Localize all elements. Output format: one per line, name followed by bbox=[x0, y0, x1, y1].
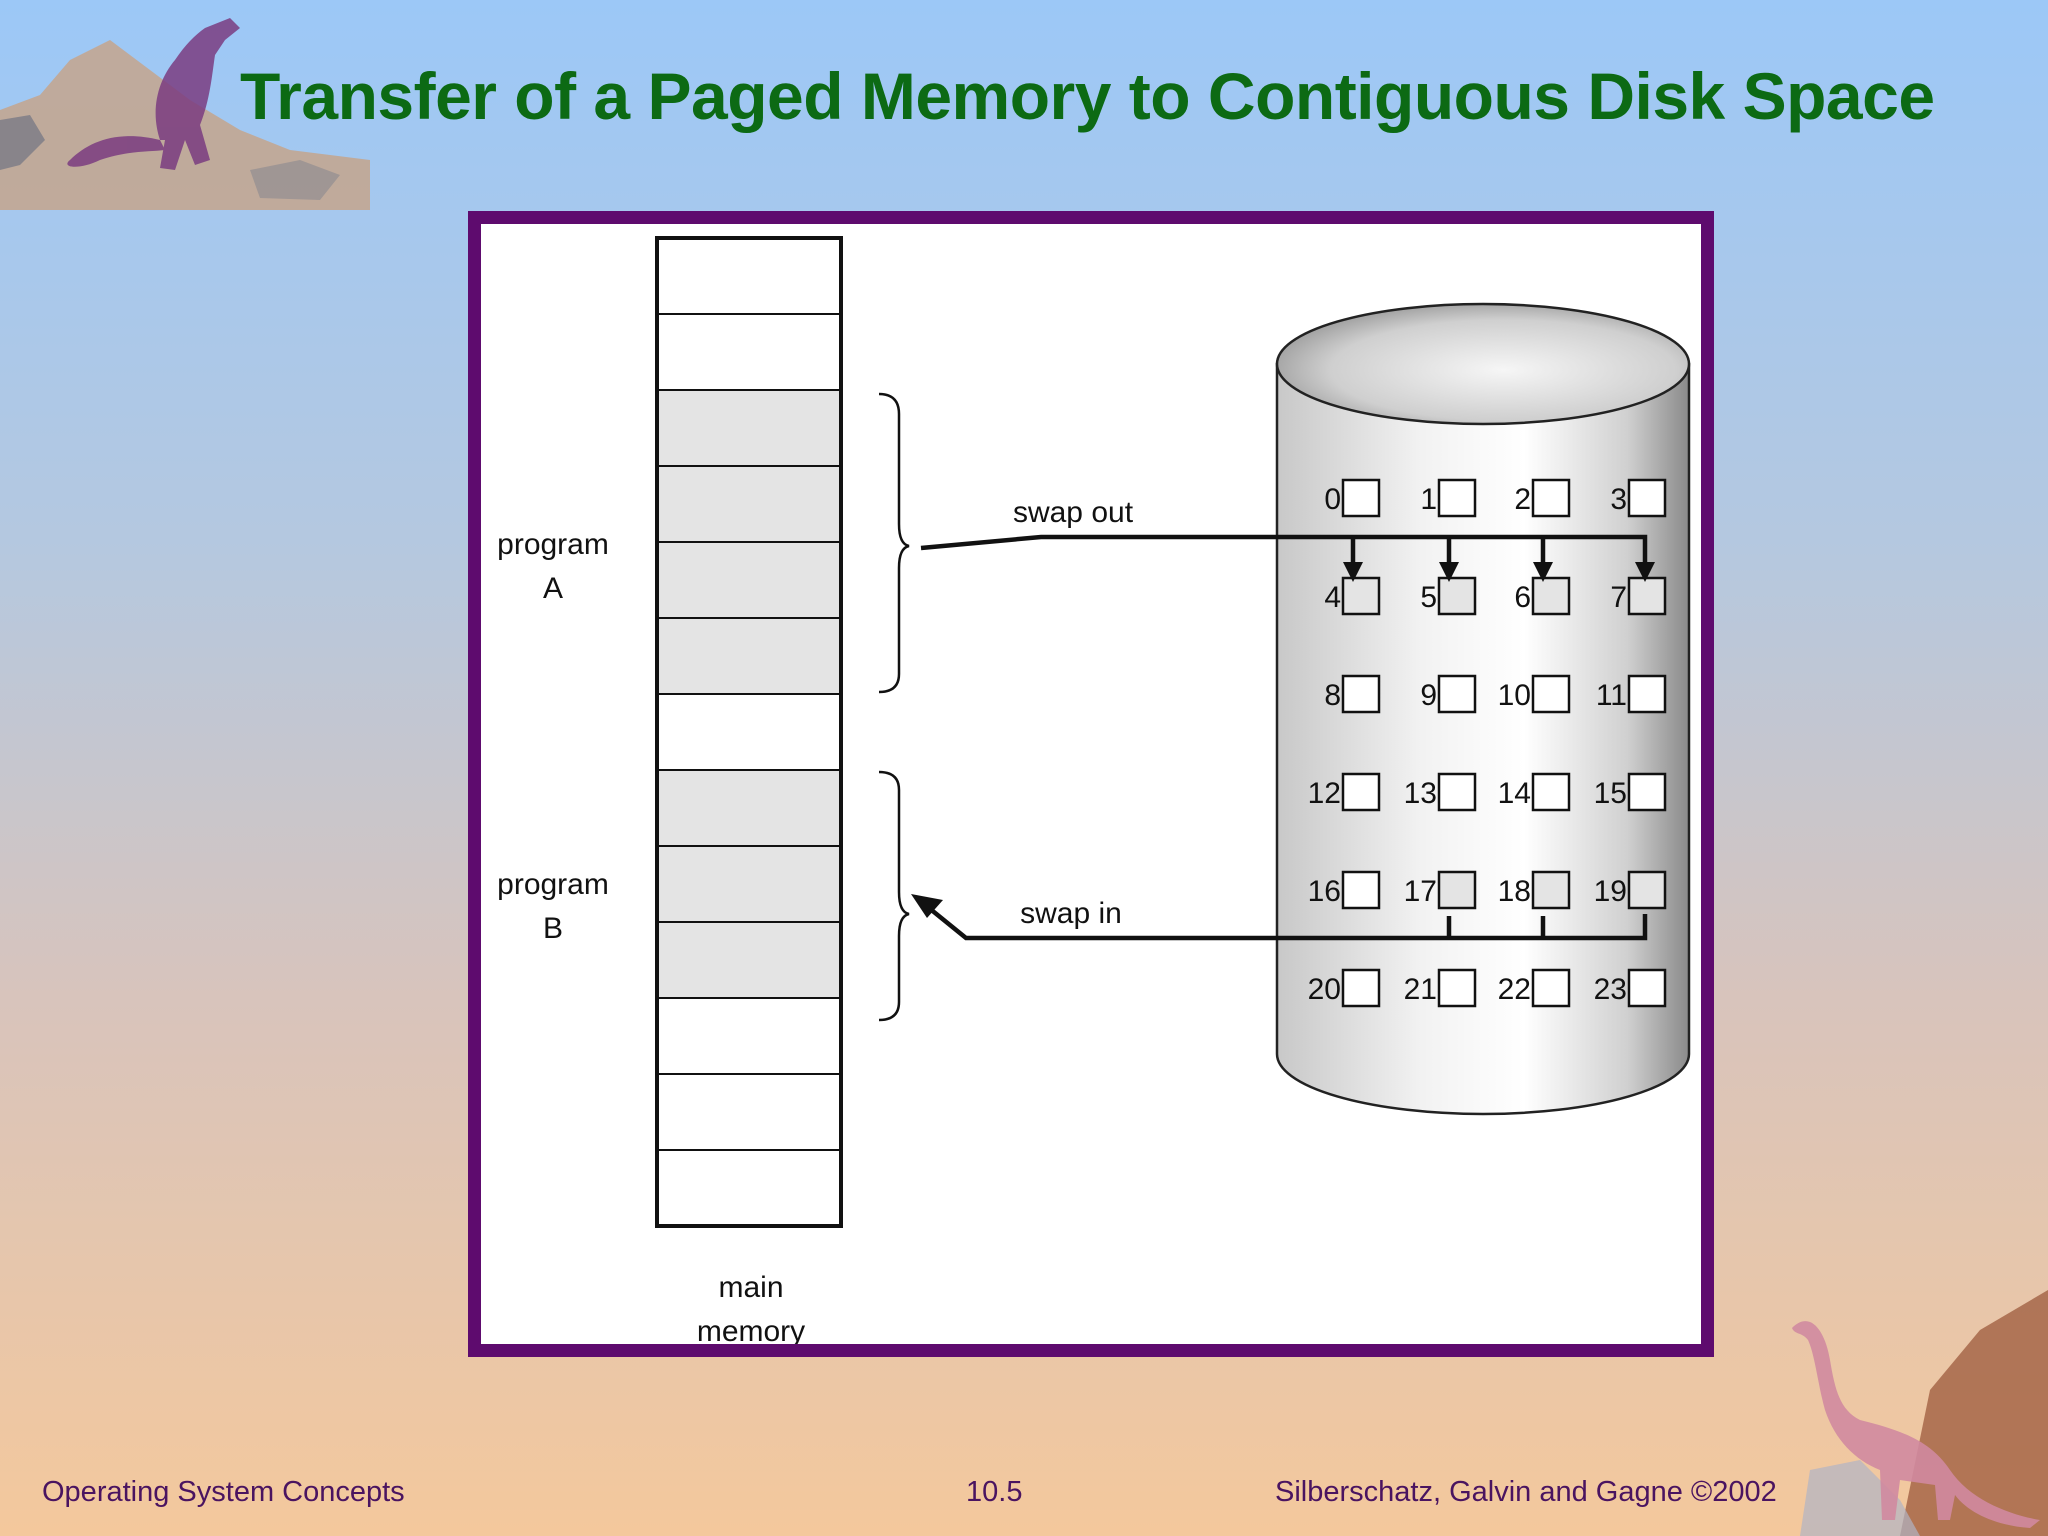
swap-in-label: swap in bbox=[1020, 897, 1122, 930]
memory-frame bbox=[656, 617, 842, 695]
disk-block bbox=[1627, 674, 1667, 714]
disk-block-label: 10 bbox=[1498, 679, 1531, 712]
memory-frame bbox=[656, 389, 842, 467]
disk-cylinder bbox=[1275, 302, 1691, 1116]
disk-block-label: 11 bbox=[1596, 679, 1627, 712]
swap-out-arrowheads bbox=[1343, 562, 1655, 582]
swap-in-arrowhead bbox=[911, 894, 943, 918]
memory-frame bbox=[656, 997, 842, 1075]
program-a-brace bbox=[878, 392, 910, 694]
swap-out-arrow bbox=[920, 534, 1648, 564]
memory-frame bbox=[656, 1149, 842, 1227]
disk-block bbox=[1531, 576, 1571, 616]
footer-slide-number: 10.5 bbox=[966, 1476, 1023, 1508]
main-memory-column bbox=[655, 236, 843, 1228]
program-a-letter: A bbox=[543, 572, 563, 605]
footer-authors: Silberschatz, Galvin and Gagne ©2002 bbox=[1275, 1476, 1777, 1508]
disk-block-label: 3 bbox=[1610, 483, 1627, 516]
disk-block bbox=[1341, 576, 1381, 616]
disk-block-label: 9 bbox=[1420, 679, 1437, 712]
disk-block bbox=[1627, 772, 1667, 812]
disk-block bbox=[1437, 968, 1477, 1008]
disk-block-label: 4 bbox=[1324, 581, 1341, 614]
disk-block-label: 22 bbox=[1498, 973, 1531, 1006]
disk-block bbox=[1437, 870, 1477, 910]
disk-block-label: 18 bbox=[1498, 875, 1531, 908]
disk-block bbox=[1437, 576, 1477, 616]
program-b-letter: B bbox=[543, 912, 563, 945]
footer-course-title: Operating System Concepts bbox=[42, 1476, 405, 1508]
disk-block bbox=[1531, 478, 1571, 518]
disk-block bbox=[1341, 772, 1381, 812]
memory-frame bbox=[656, 541, 842, 619]
program-b-brace bbox=[878, 770, 910, 1022]
disk-block bbox=[1531, 968, 1571, 1008]
disk-block bbox=[1627, 870, 1667, 910]
disk-block bbox=[1437, 772, 1477, 812]
disk-block bbox=[1531, 870, 1571, 910]
memory-frame bbox=[656, 921, 842, 999]
disk-block-label: 7 bbox=[1610, 581, 1627, 614]
disk-block-label: 5 bbox=[1420, 581, 1437, 614]
memory-frame bbox=[656, 693, 842, 771]
disk-block-label: 20 bbox=[1308, 973, 1341, 1006]
memory-frame bbox=[656, 1073, 842, 1151]
disk-block-label: 8 bbox=[1324, 679, 1341, 712]
disk-block bbox=[1627, 478, 1667, 518]
main-memory-label: main bbox=[718, 1271, 783, 1304]
disk-block bbox=[1627, 968, 1667, 1008]
memory-frame bbox=[656, 845, 842, 923]
disk-block-label: 6 bbox=[1514, 581, 1531, 614]
slide-title: Transfer of a Paged Memory to Contiguous… bbox=[240, 59, 1935, 133]
disk-block-label: 2 bbox=[1514, 483, 1531, 516]
disk-block-label: 17 bbox=[1404, 875, 1437, 908]
dinosaur-decoration-top-left bbox=[0, 18, 370, 210]
disk-block-label: 14 bbox=[1498, 777, 1531, 810]
disk-block bbox=[1627, 576, 1667, 616]
disk-block-label: 12 bbox=[1308, 777, 1341, 810]
disk-block-label: 13 bbox=[1404, 777, 1437, 810]
disk-block-label: 1 bbox=[1420, 483, 1437, 516]
disk-block-label: 0 bbox=[1324, 483, 1341, 516]
memory-frame bbox=[656, 465, 842, 543]
disk-block-label: 23 bbox=[1594, 973, 1627, 1006]
disk-block-label: 16 bbox=[1308, 875, 1341, 908]
disk-block bbox=[1341, 870, 1381, 910]
program-b-label: program bbox=[497, 868, 609, 901]
memory-frame bbox=[656, 237, 842, 315]
disk-block bbox=[1437, 478, 1477, 518]
memory-frame bbox=[656, 769, 842, 847]
disk-block bbox=[1341, 674, 1381, 714]
program-a-label: program bbox=[497, 528, 609, 561]
swap-out-label: swap out bbox=[1013, 496, 1134, 529]
disk-block-label: 21 bbox=[1404, 973, 1437, 1006]
disk-block bbox=[1341, 478, 1381, 518]
dinosaur-decoration-bottom-right bbox=[1792, 1290, 2048, 1536]
disk-block bbox=[1437, 674, 1477, 714]
disk-block bbox=[1531, 772, 1571, 812]
memory-frame bbox=[656, 313, 842, 391]
main-memory-label-line2: memory bbox=[697, 1315, 805, 1344]
memory-column-border bbox=[655, 236, 843, 1228]
disk-block bbox=[1531, 674, 1571, 714]
swap-in-arrow bbox=[927, 906, 1648, 941]
disk-block-label: 19 bbox=[1594, 875, 1627, 908]
disk-block bbox=[1341, 968, 1381, 1008]
disk-block-label: 15 bbox=[1594, 777, 1627, 810]
